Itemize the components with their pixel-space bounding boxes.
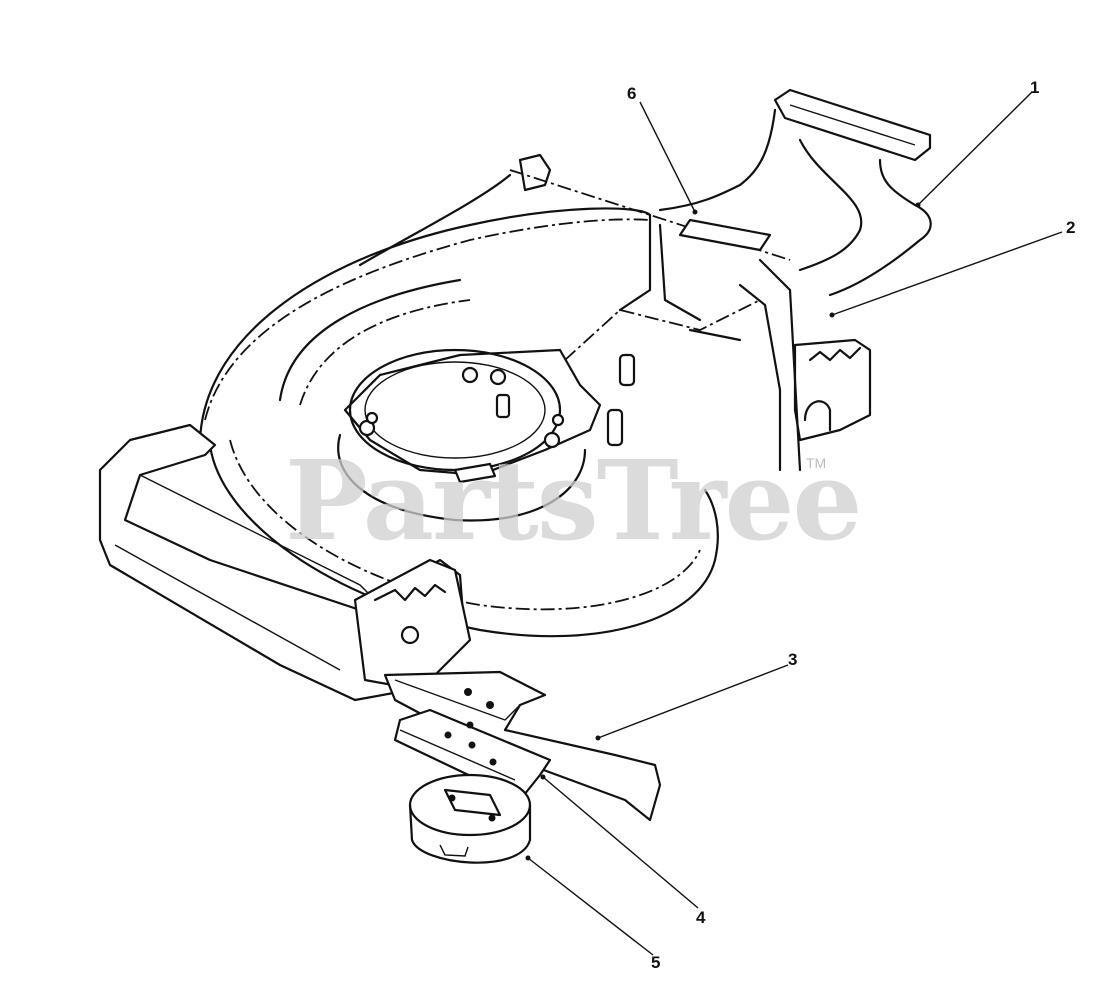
watermark-trademark: TM bbox=[806, 455, 827, 471]
callout-2[interactable]: 2 bbox=[1066, 218, 1076, 237]
watermark-text: PartsTree bbox=[285, 436, 863, 565]
callout-4[interactable]: 4 bbox=[696, 908, 706, 927]
engine-mount-plate bbox=[337, 348, 602, 522]
callout-5[interactable]: 5 bbox=[651, 953, 661, 972]
baffle-plate bbox=[678, 218, 772, 252]
callout-3[interactable]: 3 bbox=[788, 650, 798, 669]
callout-6[interactable]: 6 bbox=[627, 84, 637, 103]
adapter-cup bbox=[408, 773, 532, 864]
blade-adapter bbox=[393, 708, 552, 802]
discharge-chute bbox=[658, 88, 932, 297]
callout-1[interactable]: 1 bbox=[1030, 78, 1040, 97]
callout-leaders bbox=[525, 91, 1063, 956]
